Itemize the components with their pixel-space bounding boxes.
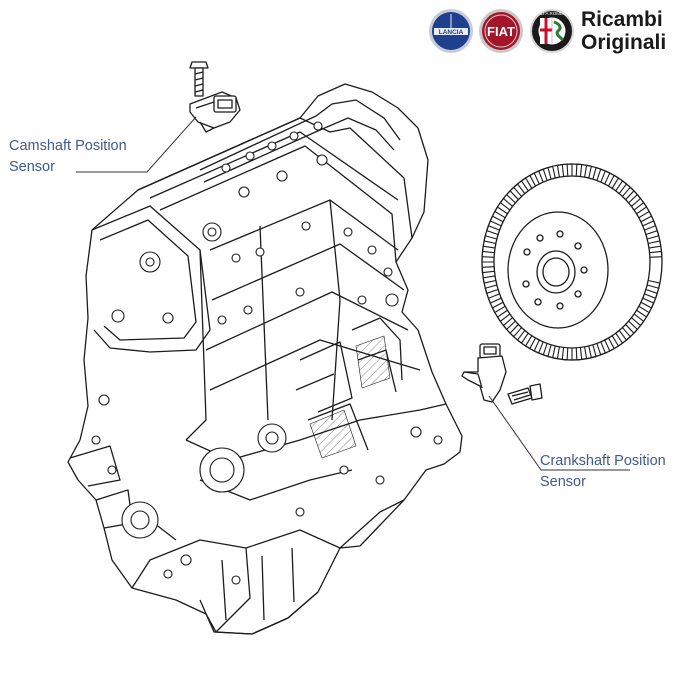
alfa-romeo-logo-text: ALFA ROMEO (537, 11, 567, 16)
brand-line-1: Ricambi (581, 8, 663, 31)
tone-wheel-tooth (642, 220, 657, 231)
tone-wheel-tooth (486, 225, 500, 236)
tone-wheel-tooth (499, 197, 513, 211)
tone-wheel-tooth (575, 163, 583, 177)
tone-wheel-tooth (647, 279, 661, 289)
lancia-logo: LANCIA (429, 9, 473, 53)
crankshaft-label-line-2: Sensor (540, 474, 586, 490)
tone-wheel-tooth (484, 284, 499, 294)
tone-wheel-tooth (644, 288, 658, 299)
tone-wheel-tooth (631, 313, 645, 327)
tone-wheel-tooth (502, 317, 516, 331)
engine-hatching (309, 335, 391, 459)
tone-wheel-tooth (551, 345, 560, 360)
tone-wheel-tooth (512, 183, 526, 197)
tone-wheel-tooth (483, 235, 497, 245)
tone-wheel-tooth (529, 172, 540, 187)
tone-wheel-tooth (611, 332, 624, 347)
engine-details (91, 121, 443, 585)
tone-wheel (481, 163, 663, 361)
tone-wheel-tooth (516, 330, 529, 344)
tone-wheel-tooth (608, 174, 620, 189)
tone-wheel-tooth (542, 343, 552, 358)
tone-wheel-tooth (649, 250, 663, 258)
crankshaft-label-line-1: Crankshaft Position (540, 453, 666, 469)
lancia-logo-text: LANCIA (439, 29, 464, 36)
crankshaft-sensor (461, 343, 543, 405)
brand-line-2: Originali (581, 31, 667, 54)
tone-wheel-tooth (592, 166, 602, 181)
tone-wheel-tooth (481, 256, 495, 263)
tone-wheel-tooth (566, 163, 573, 177)
tone-wheel-tooth (494, 206, 508, 219)
engine-block (67, 83, 463, 635)
tone-wheel-tooth (640, 297, 655, 309)
leader-lines (76, 116, 630, 471)
tone-wheel-tooth (588, 344, 597, 359)
tone-wheel-tooth (638, 210, 653, 223)
tone-wheel-tooth (571, 347, 578, 361)
tone-wheel-tooth (520, 177, 533, 192)
tone-wheel-tooth (489, 215, 504, 227)
camshaft-label-line-1: Camshaft Position (9, 138, 127, 154)
tone-wheel-tooth (481, 245, 496, 254)
fiat-logo-text: FIAT (487, 24, 515, 39)
tone-wheel-tooth (509, 324, 522, 338)
tone-wheel-tooth (636, 305, 650, 318)
tone-wheel-tooth (561, 347, 569, 361)
tone-wheel-tooth (524, 335, 536, 350)
tone-wheel-tooth (596, 341, 607, 356)
tone-wheel-tooth (547, 165, 556, 180)
crankshaft-leader (488, 395, 630, 471)
fiat-logo: FIAT (479, 9, 523, 53)
camshaft-leader (76, 116, 197, 173)
tone-wheel-tooth (625, 320, 639, 334)
camshaft-label-line-2: Sensor (9, 159, 55, 175)
camshaft-sensor (189, 61, 241, 133)
tone-wheel-tooth (537, 168, 548, 183)
tone-wheel-tooth (618, 327, 632, 341)
tone-wheel-tooth (622, 186, 635, 200)
tone-wheel-tooth (645, 230, 660, 240)
tone-wheel-tooth (579, 346, 588, 361)
alfa-romeo-logo: ALFA ROMEO (530, 9, 574, 53)
tone-wheel-tooth (487, 293, 502, 304)
tone-wheel-tooth (628, 193, 642, 207)
brand-wordmark: Ricambi Originali (581, 8, 666, 54)
tone-wheel-tooth (496, 309, 511, 323)
tone-wheel-tooth (604, 337, 615, 352)
tone-wheel-tooth (633, 201, 648, 215)
tone-wheel-tooth (481, 266, 495, 274)
crankshaft-sensor-label: Crankshaft Position Sensor (540, 451, 666, 493)
tone-wheel-tooth (615, 180, 628, 194)
camshaft-sensor-label: Camshaft Position Sensor (9, 136, 127, 178)
tone-wheel-tooth (491, 301, 506, 314)
tone-wheel-tooth (556, 163, 565, 178)
tone-wheel-tooth (505, 190, 519, 204)
tone-wheel-tooth (533, 339, 544, 354)
tone-wheel-tooth (648, 240, 662, 249)
tone-wheel-tooth (584, 164, 593, 179)
tone-wheel-tooth (600, 170, 611, 185)
tone-wheel-tooth (482, 275, 496, 284)
